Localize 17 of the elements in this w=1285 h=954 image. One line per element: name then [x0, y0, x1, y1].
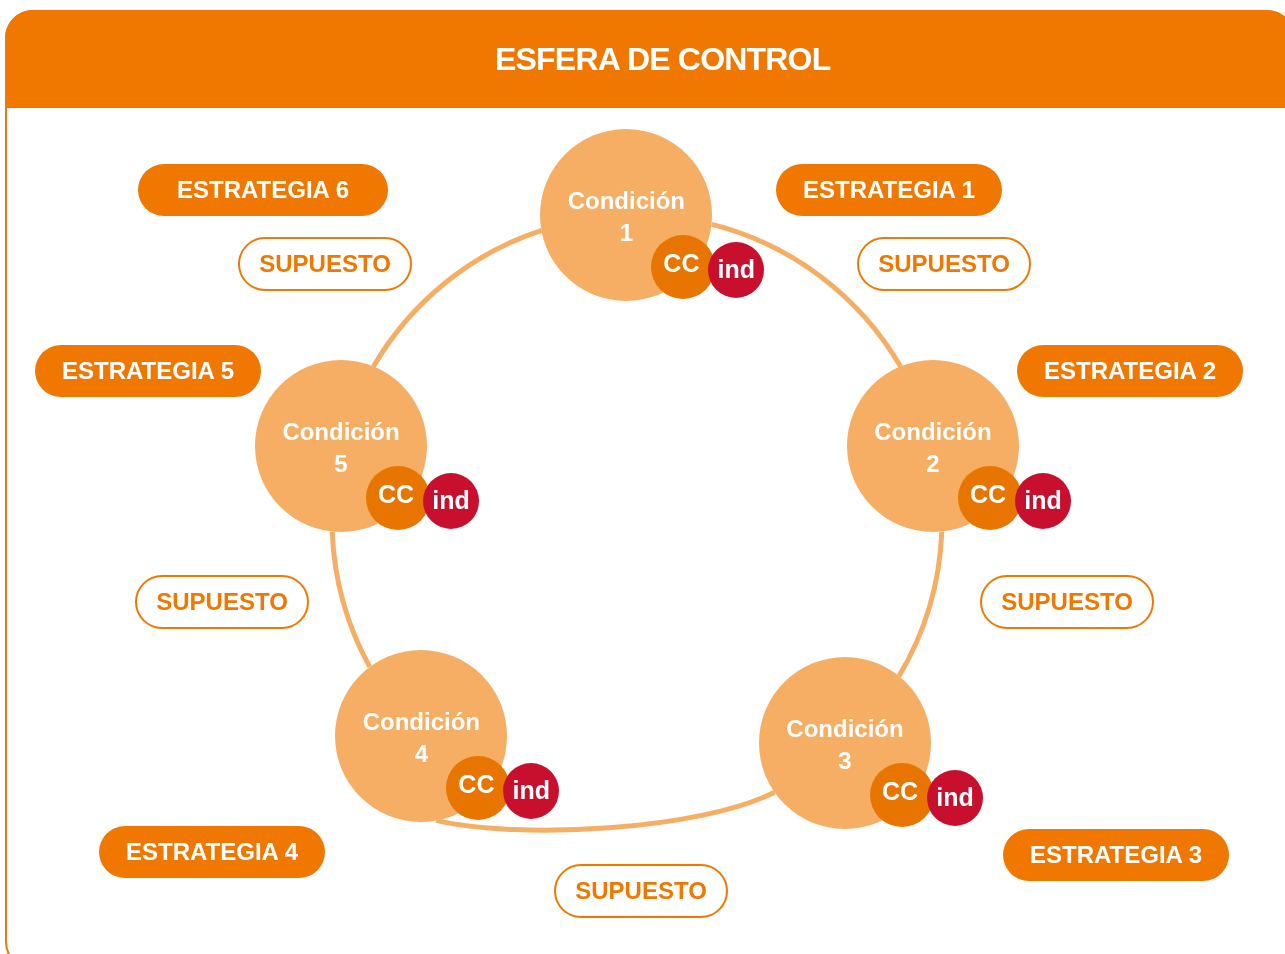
strategy-pill: ESTRATEGIA 1	[776, 164, 1002, 216]
assumption-pill: SUPUESTO	[857, 237, 1031, 291]
assumption-pill: SUPUESTO	[554, 864, 728, 918]
strategy-pill: ESTRATEGIA 2	[1017, 345, 1243, 397]
connector-arc	[896, 531, 945, 678]
title: ESFERA DE CONTROL	[495, 40, 831, 79]
connector-arc	[329, 531, 372, 668]
connector-arc	[435, 789, 776, 833]
strategy-pill: ESTRATEGIA 3	[1003, 829, 1229, 881]
strategy-pill: ESTRATEGIA 4	[99, 826, 325, 878]
connector-arc	[371, 227, 543, 368]
strategy-pill: ESTRATEGIA 5	[35, 345, 261, 397]
assumption-pill: SUPUESTO	[980, 575, 1154, 629]
connector-arc	[711, 221, 903, 368]
assumption-pill: SUPUESTO	[135, 575, 309, 629]
strategy-pill: ESTRATEGIA 6	[138, 164, 388, 216]
assumption-pill: SUPUESTO	[238, 237, 412, 291]
